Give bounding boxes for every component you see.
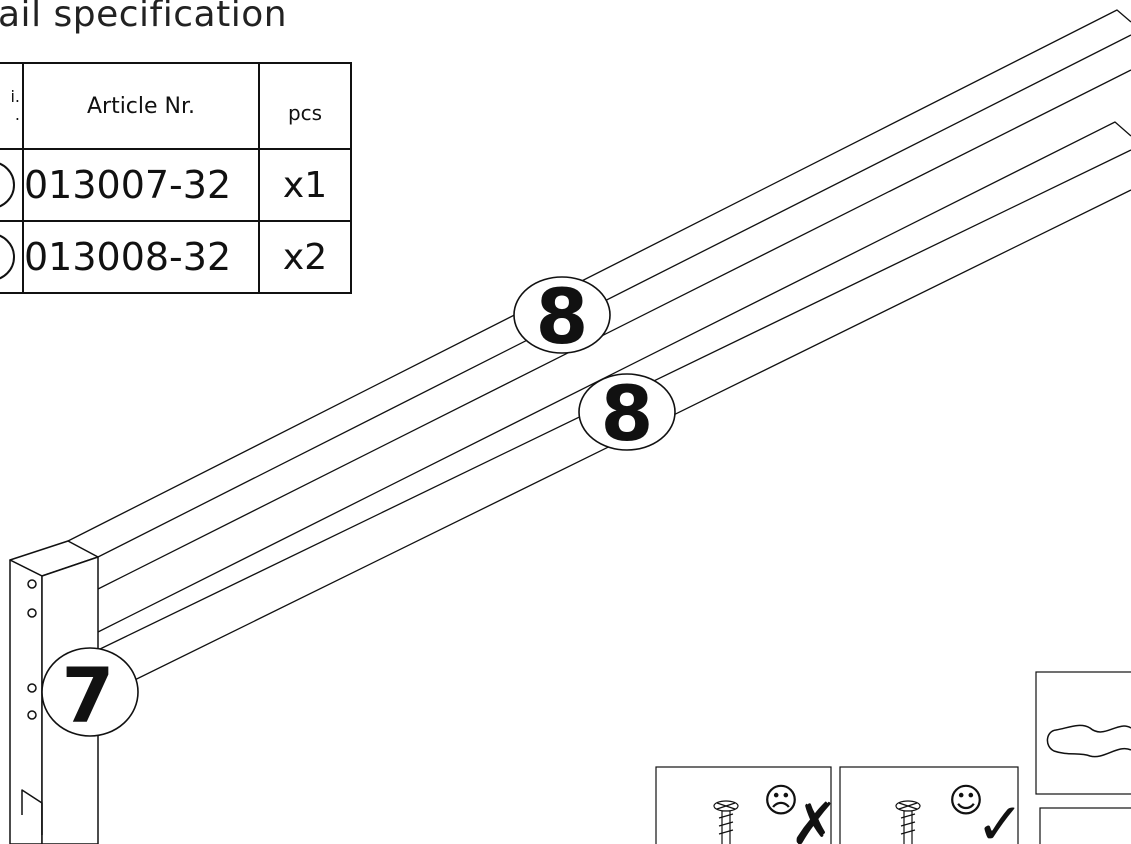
row-article-number: 013008-32 xyxy=(22,220,260,294)
screw-icon xyxy=(713,800,739,844)
table-row: 013007-32 x1 xyxy=(0,148,352,222)
header-position-label: i. . xyxy=(10,87,20,124)
callout-label: 8 xyxy=(601,369,654,458)
row-article-number: 013007-32 xyxy=(22,148,260,222)
header-position: i. . xyxy=(0,62,24,150)
sad-face-icon: ☹ xyxy=(763,781,798,821)
callout-post: 7 xyxy=(41,647,139,740)
header-pcs: pcs xyxy=(258,62,352,150)
cross-icon: ✗ xyxy=(790,790,839,844)
row-position-cell xyxy=(0,148,24,222)
screw-icon xyxy=(895,800,921,844)
page-title: ail specification xyxy=(0,0,288,35)
row-pcs: x1 xyxy=(258,148,352,222)
detail-specification-table: i. . Article Nr. pcs 013007-32 x1 013008… xyxy=(0,62,352,294)
dowel-icon xyxy=(1046,724,1131,758)
table-row: 013008-32 x2 xyxy=(0,220,352,294)
table-header-row: i. . Article Nr. pcs xyxy=(0,62,352,150)
check-icon: ✓ xyxy=(976,790,1025,844)
callout-rail-upper: 8 xyxy=(513,272,611,361)
header-article-number: Article Nr. xyxy=(22,62,260,150)
happy-face-icon: ☺ xyxy=(948,781,983,821)
rail-upper-outline xyxy=(67,9,1131,590)
callout-label: 7 xyxy=(62,651,115,740)
row-position-cell xyxy=(0,220,24,294)
dowel-hint-panel xyxy=(1035,671,1131,844)
callout-label: 8 xyxy=(536,272,589,361)
callout-rail-lower: 8 xyxy=(578,369,676,458)
row-pcs: x2 xyxy=(258,220,352,294)
right-screw-panel: ☺ ✓ xyxy=(839,766,1025,844)
wrong-screw-panel: ☹ ✗ xyxy=(655,766,839,844)
